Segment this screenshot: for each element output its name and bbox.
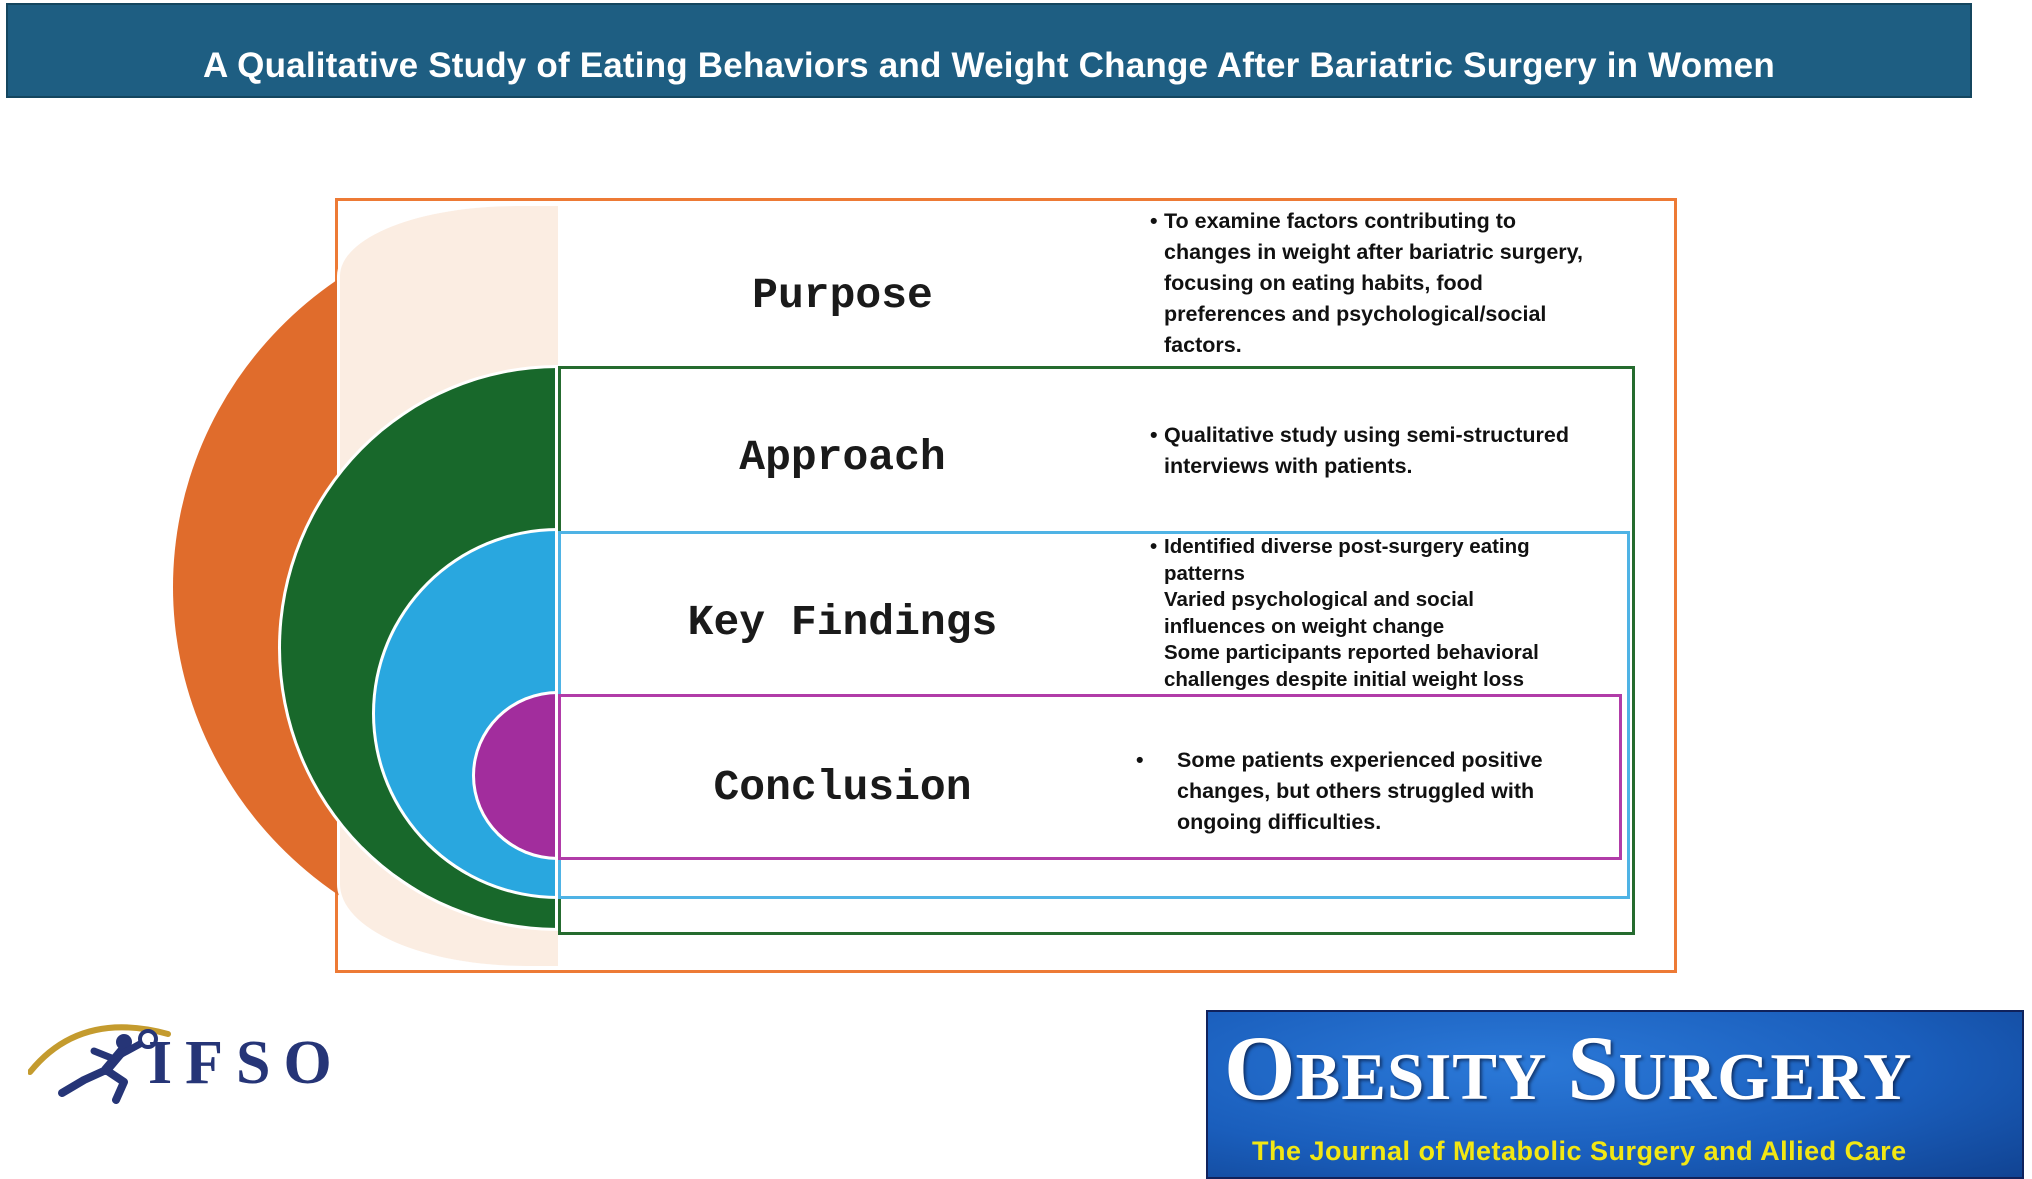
bullet-item: • Qualitative study using semi-structure… [1150, 420, 1650, 482]
conclusion-label: Conclusion [713, 763, 972, 812]
journal-name-initial: S [1567, 1017, 1619, 1119]
bullet-text: Qualitative study using semi-structured … [1164, 423, 1570, 478]
purpose-label: Purpose [752, 271, 933, 320]
bullet-text: To examine factors contributing to chang… [1164, 209, 1583, 357]
bullet-text: Varied psychological and social influenc… [1164, 588, 1474, 638]
title-bar: A Qualitative Study of Eating Behaviors … [6, 3, 1972, 98]
journal-name-rest: BESITY [1295, 1040, 1548, 1114]
ifso-acronym: IFSO [148, 1029, 345, 1097]
bullet-text: Some patients experienced positive chang… [1177, 748, 1543, 834]
purpose-bullets: • To examine factors contributing to cha… [1150, 206, 1650, 361]
journal-name: OBESITY SURGERY [1224, 1012, 1913, 1133]
bullet-item: • To examine factors contributing to cha… [1150, 206, 1650, 361]
obesity-surgery-logo: OBESITY SURGERY The Journal of Metabolic … [1206, 1010, 2024, 1179]
bullet-item: • Some patients experienced positive cha… [1136, 745, 1636, 838]
approach-bullets: • Qualitative study using semi-structure… [1150, 420, 1650, 482]
key-findings-label: Key Findings [687, 598, 998, 647]
bullet-marker: • [1136, 748, 1144, 772]
bullet-item: Varied psychological and social influenc… [1150, 587, 1650, 640]
approach-label: Approach [739, 433, 946, 482]
bullet-item: Some participants reported behavioral ch… [1150, 640, 1650, 693]
journal-tagline: The Journal of Metabolic Surgery and All… [1252, 1136, 1907, 1166]
ifso-logo: IFSO [28, 1006, 458, 1106]
bullet-text: Some participants reported behavioral ch… [1164, 641, 1539, 691]
journal-name-initial: O [1224, 1017, 1296, 1119]
bullet-item: • Identified diverse post-surgery eating… [1150, 534, 1650, 587]
key-findings-bullets: • Identified diverse post-surgery eating… [1150, 534, 1650, 693]
journal-name-rest: URGERY [1618, 1040, 1913, 1114]
bullet-text: Identified diverse post-surgery eating p… [1164, 535, 1530, 585]
conclusion-frame [558, 694, 1622, 860]
ifso-runner-icon [28, 1024, 171, 1104]
bullet-marker: • [1150, 209, 1158, 233]
bullet-marker: • [1150, 423, 1158, 447]
page-title: A Qualitative Study of Eating Behaviors … [203, 45, 1775, 85]
bullet-marker: • [1150, 535, 1158, 558]
conclusion-bullets: • Some patients experienced positive cha… [1136, 745, 1636, 838]
